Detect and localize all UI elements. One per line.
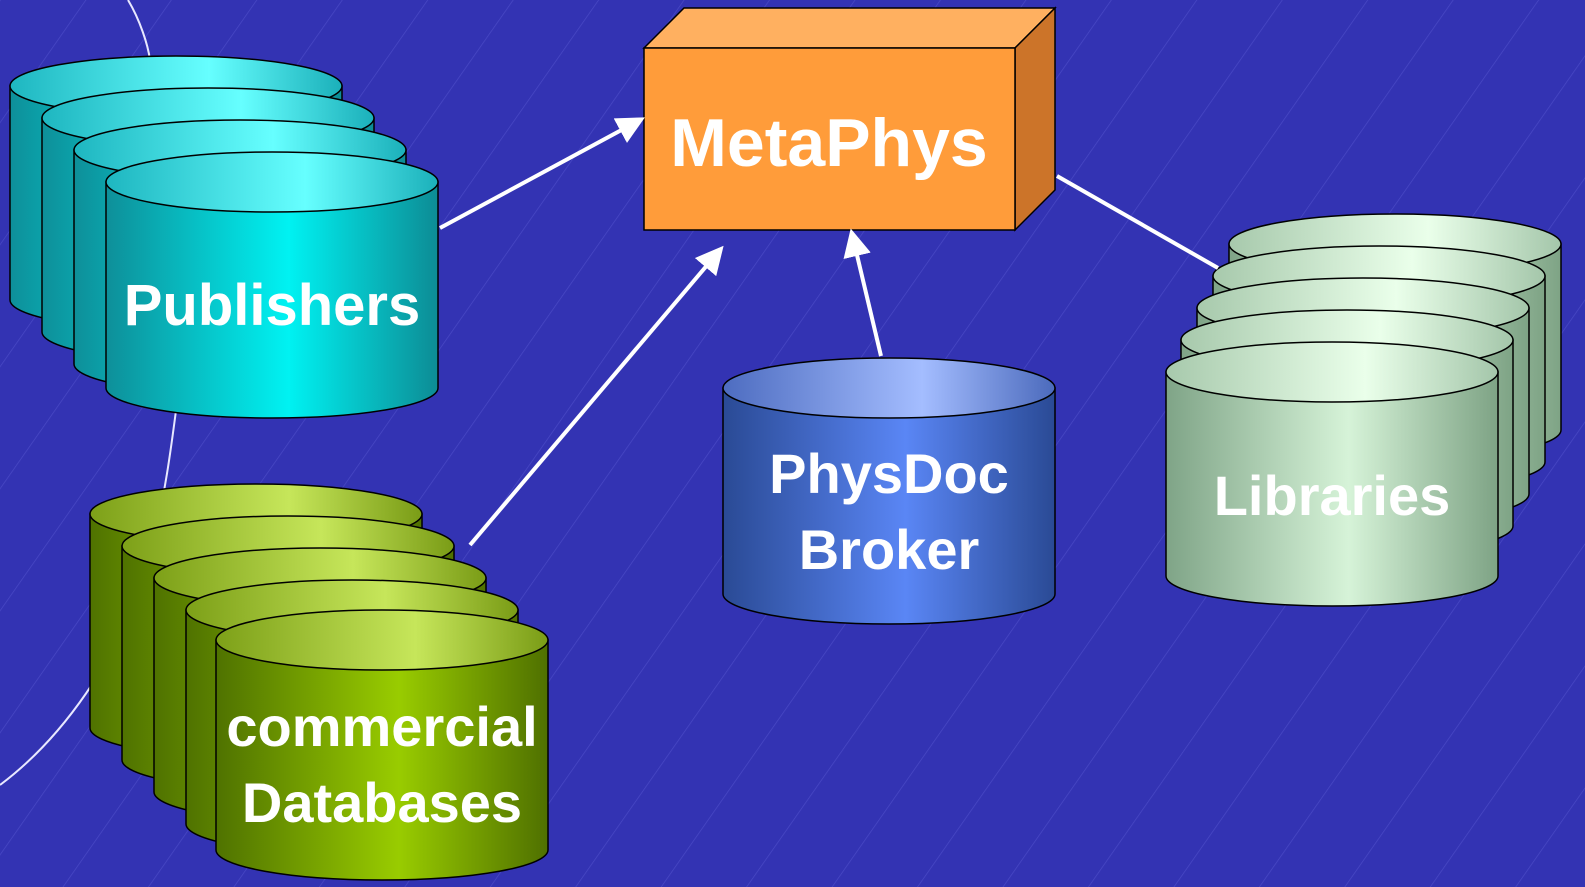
commercial-cylinder-1 <box>215 609 549 881</box>
publishers-label: Publishers <box>124 273 421 338</box>
metaphys-top-face <box>642 7 1057 49</box>
physdoc-broker-cylinder: PhysDoc Broker <box>722 357 1056 625</box>
publishers-stack: Publishers <box>9 55 439 419</box>
commercial-label-line2: Databases <box>242 771 522 834</box>
libraries-label: Libraries <box>1214 464 1451 527</box>
line-libraries-to-metaphys <box>1056 174 1219 270</box>
libraries-stack: Libraries Libraries <box>1165 213 1562 607</box>
connectors <box>439 117 1219 547</box>
arrow-publishers-to-metaphys <box>439 117 645 230</box>
publishers-cylinder-1 <box>105 151 439 419</box>
commercial-databases-stack: commercial Databases <box>89 483 549 881</box>
physdoc-label-line2: Broker <box>799 518 980 581</box>
commercial-label-line1: commercial <box>226 695 537 758</box>
metaphys-front-face <box>643 47 1016 231</box>
metaphys-side-face <box>1014 6 1056 232</box>
metaphys-box: MetaPhys <box>642 6 1057 232</box>
libraries-cylinder-1 <box>1165 341 1499 607</box>
physdoc-label-line1: PhysDoc <box>769 442 1009 505</box>
arrow-physdoc-to-metaphys <box>843 228 883 357</box>
arrow-commercial-to-metaphys <box>468 245 724 547</box>
metaphys-label: MetaPhys <box>670 105 987 181</box>
